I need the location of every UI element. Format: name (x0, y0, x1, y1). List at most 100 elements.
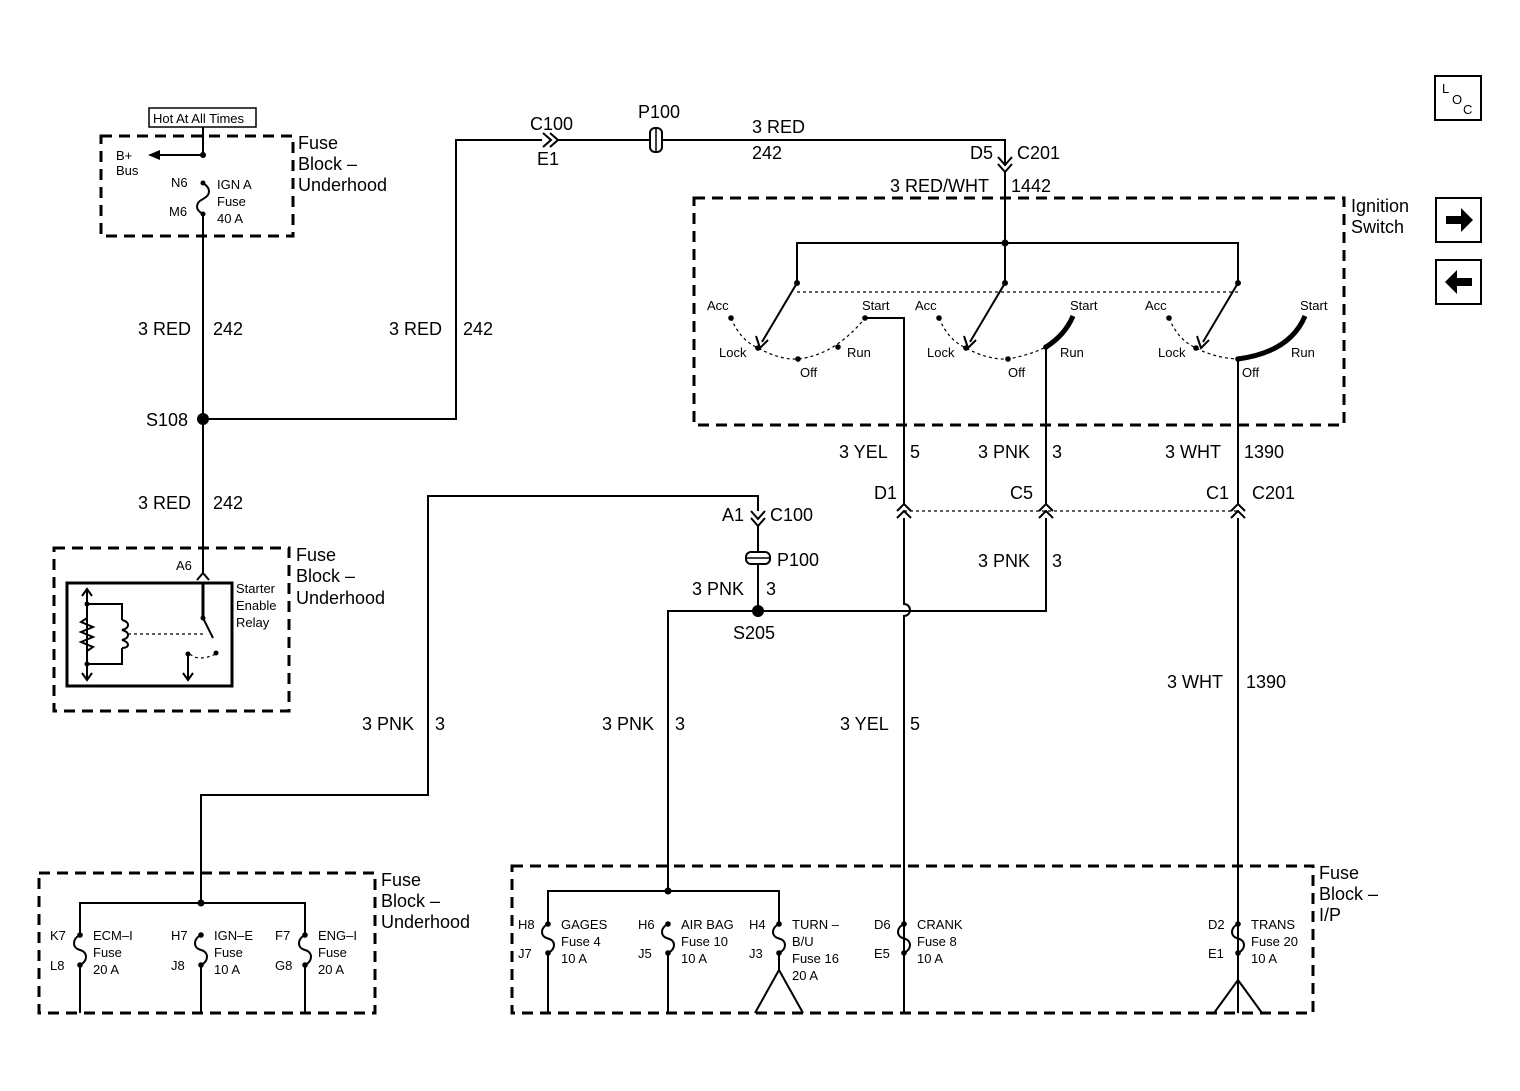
ip-fuse-2-label-1: AIR BAG (681, 917, 734, 932)
bl-fuse-2-pin-top: H7 (171, 928, 188, 943)
wire-label-yel-low: 3 YEL (840, 714, 889, 734)
ip-fuse-1-label-3: 10 A (561, 951, 587, 966)
wire-num-redwht: 1442 (1011, 176, 1051, 196)
ip-fuse-4-pin-bottom: E5 (874, 946, 890, 961)
conn-c201-mid: C201 (1252, 483, 1295, 503)
ground-fan-turn-bu (754, 953, 804, 1014)
pin-n6: N6 (171, 175, 188, 190)
wire-num-pnk-low: 3 (675, 714, 685, 734)
conn-c201-top: C201 (1017, 143, 1060, 163)
svg-text:Hot At All Times: Hot At All Times (153, 111, 245, 126)
wire-num-pnk-mid: 3 (1052, 551, 1062, 571)
bl-fuse-3-pin-bottom: G8 (275, 958, 292, 973)
wire-label-wht-low: 3 WHT (1167, 672, 1223, 692)
ip-fuse-4-label-3: 10 A (917, 951, 943, 966)
c201-c1-connector (1230, 502, 1246, 519)
wire-label-pnk-top: 3 PNK (978, 442, 1030, 462)
svg-text:Start: Start (862, 298, 890, 313)
fuse-block-top-title-1: Fuse (298, 133, 338, 153)
bl-fuse-2-label-3: 10 A (214, 962, 240, 977)
bl-fuse-3-label-2: Fuse (318, 945, 347, 960)
bl-fuse-3-label-3: 20 A (318, 962, 344, 977)
wire-num-wht-top: 1390 (1244, 442, 1284, 462)
loc-letter-o: O (1452, 92, 1462, 107)
bl-fuse-1-pin-bottom: L8 (50, 958, 64, 973)
ip-fuse-1-pin-top: H8 (518, 917, 535, 932)
loc-letter-c: C (1463, 102, 1472, 117)
ip-fuse-4-label-1: CRANK (917, 917, 963, 932)
svg-text:Start: Start (1300, 298, 1328, 313)
wire-label-pnk-mid: 3 PNK (978, 551, 1030, 571)
wire-label-red-left: 3 RED (138, 319, 191, 339)
wire-num-pnk-s205: 3 (766, 579, 776, 599)
ip-fuse-3-pin-top: H4 (749, 917, 766, 932)
conn-c5: C5 (1010, 483, 1033, 503)
ip-fuse-1-label-1: GAGES (561, 917, 608, 932)
bl-fuse-1-label-1: ECM–I (93, 928, 133, 943)
arrow-right-icon (1446, 208, 1473, 232)
wire-label-pnk-low: 3 PNK (602, 714, 654, 734)
wire-num-red-top: 242 (752, 143, 782, 163)
relay-label-3: Relay (236, 615, 270, 630)
prev-page-button[interactable] (1435, 259, 1482, 305)
ignition-switch-title-1: Ignition (1351, 196, 1409, 216)
conn-c100-top: C100 (530, 114, 573, 134)
fuse-block-underhood-bottom (37, 871, 377, 1015)
bl-fuse-3-label-1: ENG–I (318, 928, 357, 943)
loc-button[interactable]: L O C (1434, 75, 1482, 121)
ignition-switch-section-2: Acc Lock Off Run Start (915, 280, 1098, 505)
fuse-block-bl-title-2: Block – (381, 891, 440, 911)
ign-a-fuse-name: IGN A (217, 177, 252, 192)
conn-c100-mid: C100 (770, 505, 813, 525)
conn-p100-top: P100 (638, 102, 680, 122)
svg-text:Lock: Lock (719, 345, 747, 360)
svg-text:Off: Off (800, 365, 817, 380)
fuse-block-bl-title-1: Fuse (381, 870, 421, 890)
ign-a-fuse-rating: 40 A (217, 211, 243, 226)
next-page-button[interactable] (1435, 197, 1482, 243)
wire-num-pnk-left: 3 (435, 714, 445, 734)
bl-fuse-1-label-3: 20 A (93, 962, 119, 977)
ground-fan-trans (1213, 979, 1263, 1014)
conn-d5: D5 (970, 143, 993, 163)
ign-a-fuse-word: Fuse (217, 194, 246, 209)
wire-num-red-left: 242 (213, 319, 243, 339)
bplus-label: B+ (116, 148, 132, 163)
svg-text:Acc: Acc (1145, 298, 1167, 313)
svg-text:Off: Off (1242, 365, 1259, 380)
relay-label-1: Starter (236, 581, 276, 596)
wire-label-red-lower: 3 RED (138, 493, 191, 513)
ignition-switch-section-3: Acc Lock Off Run Start (1145, 280, 1328, 505)
wire-label-yel-top: 3 YEL (839, 442, 888, 462)
wire-num-red-mid: 242 (463, 319, 493, 339)
fuse-block-bl-title-3: Underhood (381, 912, 470, 932)
ignition-switch-section-1: Acc Lock Off Run Start (707, 280, 905, 505)
ip-fuse-3-pin-bottom: J3 (749, 946, 763, 961)
wire-num-wht-low: 1390 (1246, 672, 1286, 692)
wire-num-yel-low: 5 (910, 714, 920, 734)
svg-text:Acc: Acc (707, 298, 729, 313)
hot-at-all-times-label: Hot At All Times (148, 107, 257, 128)
pin-a6: A6 (176, 558, 192, 573)
ign-a-fuse-symbol (196, 182, 210, 215)
fuse-block-ip-title-1: Fuse (1319, 863, 1359, 883)
ip-fuse-1-label-2: Fuse 4 (561, 934, 601, 949)
conn-d1: D1 (874, 483, 897, 503)
bl-fuse-2-label-2: Fuse (214, 945, 243, 960)
wire-num-pnk-top: 3 (1052, 442, 1062, 462)
ip-fuse-2-label-2: Fuse 10 (681, 934, 728, 949)
ip-fuse-2-pin-top: H6 (638, 917, 655, 932)
bl-fuse-2-label-1: IGN–E (214, 928, 253, 943)
ignition-switch-box (692, 196, 1346, 427)
wire-label-red-top: 3 RED (752, 117, 805, 137)
ip-fuse-5-pin-top: D2 (1208, 917, 1225, 932)
svg-text:Run: Run (1060, 345, 1084, 360)
wire-num-red-lower: 242 (213, 493, 243, 513)
